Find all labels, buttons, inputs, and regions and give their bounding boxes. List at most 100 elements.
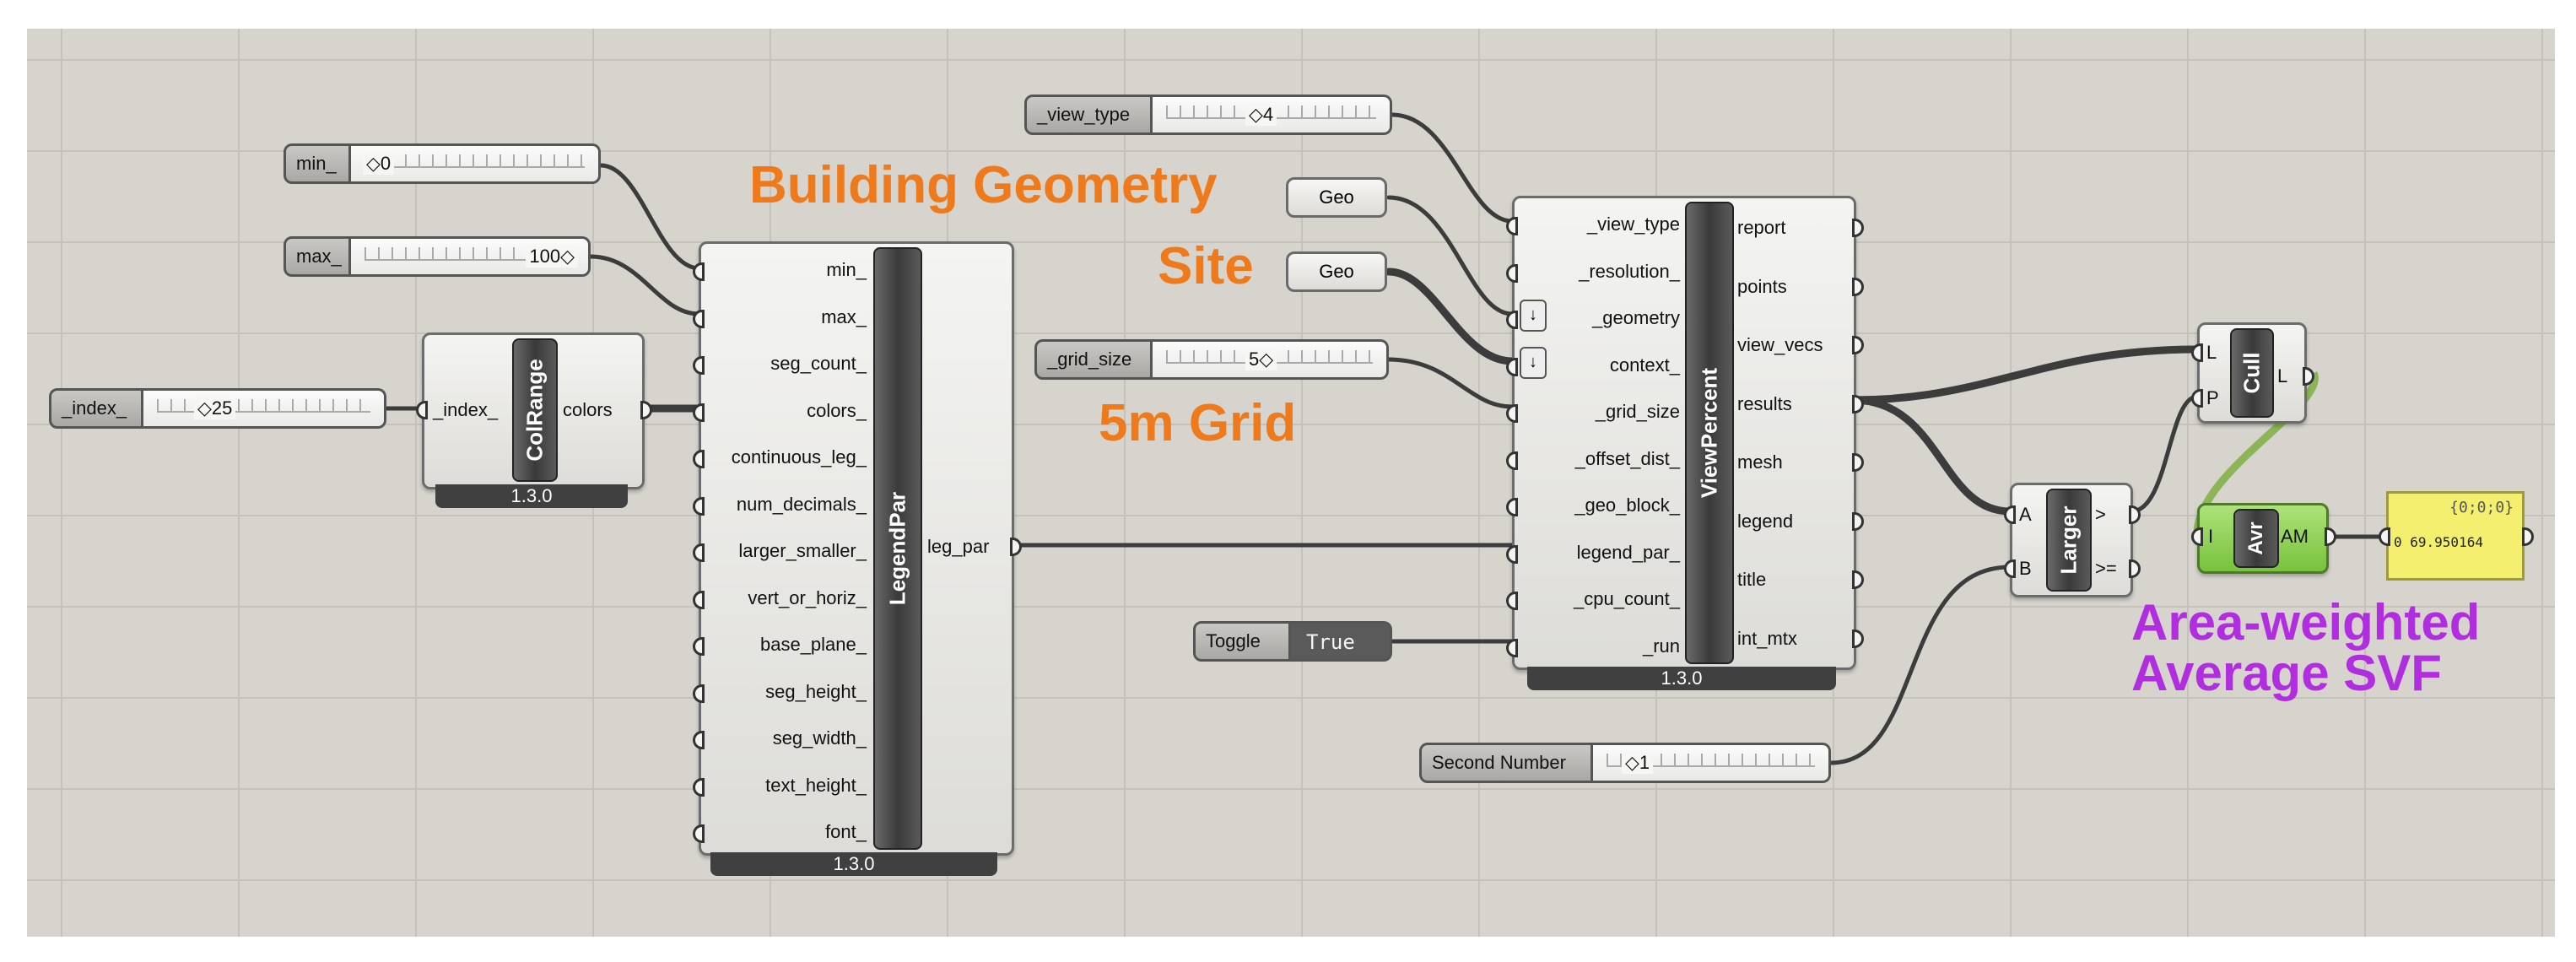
larger-input-a-label: A	[2019, 504, 2032, 525]
building-geo-param[interactable]: Geo	[1286, 177, 1387, 218]
view-type-slider-label: _view_type	[1024, 95, 1153, 135]
viewpercent-output-port[interactable]	[1852, 394, 1864, 413]
legendpar-input-label: colors_	[807, 399, 867, 421]
viewpercent-output-port[interactable]	[1852, 336, 1864, 354]
legendpar-input-port[interactable]	[693, 590, 705, 609]
viewpercent-input-port[interactable]	[1506, 498, 1518, 516]
toggle-label: Toggle	[1193, 621, 1291, 662]
panel-value: 0 69.950164	[2394, 534, 2483, 550]
average-output-port[interactable]	[2325, 527, 2336, 546]
viewpercent-input-port[interactable]	[1506, 451, 1518, 470]
max-slider[interactable]: max_ 100◇	[284, 236, 591, 277]
max-slider-track[interactable]: 100◇	[351, 236, 591, 277]
viewpercent-input-port[interactable]	[1506, 544, 1518, 564]
second-number-slider-label: Second Number	[1419, 743, 1593, 783]
viewpercent-input-label: _run	[1642, 635, 1680, 657]
colrange-input-label: _index_	[433, 399, 499, 420]
min-slider-value: ◇0	[363, 153, 395, 175]
legendpar-input-port[interactable]	[693, 356, 705, 375]
larger-input-b-port[interactable]	[2004, 559, 2016, 578]
average-input-port[interactable]	[2191, 527, 2203, 546]
second-number-slider-track[interactable]: ◇1	[1593, 743, 1831, 783]
viewpercent-input-port[interactable]	[1506, 357, 1518, 376]
colrange-output-port[interactable]	[640, 401, 652, 419]
legendpar-input-port[interactable]	[693, 777, 705, 797]
legendpar-input-port[interactable]	[693, 450, 705, 468]
viewpercent-output-label: int_mtx	[1737, 627, 1797, 649]
legendpar-input-port[interactable]	[693, 824, 705, 843]
legendpar-version: 1.3.0	[710, 852, 997, 876]
cull-input-p-port[interactable]	[2191, 389, 2203, 408]
viewpercent-output-port[interactable]	[1852, 629, 1864, 648]
viewpercent-output-port[interactable]	[1852, 570, 1864, 589]
view-type-slider[interactable]: _view_type ◇4	[1024, 95, 1392, 135]
legendpar-input-port[interactable]	[693, 403, 705, 422]
viewpercent-input-port[interactable]	[1506, 217, 1518, 235]
legendpar-input-label: max_	[821, 305, 867, 327]
context-flatten-icon[interactable]: ↓	[1520, 347, 1547, 379]
larger-output-ge-label: >=	[2095, 558, 2117, 579]
average-name: Avr	[2244, 522, 2267, 555]
colrange-input-port[interactable]	[416, 401, 428, 419]
average-output-label: AM	[2281, 526, 2309, 547]
larger-output-ge-port[interactable]	[2129, 559, 2141, 578]
panel-output-port[interactable]	[2522, 527, 2534, 546]
run-toggle[interactable]: Toggle True	[1193, 621, 1392, 662]
viewpercent-output-label: results	[1737, 392, 1792, 414]
index-slider[interactable]: _index_ ◇25	[49, 388, 386, 429]
legendpar-input-port[interactable]	[693, 637, 705, 656]
viewpercent-output-label: report	[1737, 217, 1786, 238]
viewpercent-input-port[interactable]	[1506, 311, 1518, 329]
legendpar-input-port[interactable]	[693, 731, 705, 749]
colrange-component[interactable]: _index_ ColRange colors	[416, 332, 652, 489]
larger-input-b-label: B	[2019, 558, 2032, 579]
viewpercent-input-port[interactable]	[1506, 404, 1518, 423]
legendpar-input-label: text_height_	[765, 774, 867, 796]
cull-input-l-port[interactable]	[2191, 343, 2203, 362]
larger-output-gt-label: >	[2095, 504, 2106, 525]
viewpercent-input-label: _geometry	[1592, 307, 1680, 328]
viewpercent-name-band: ViewPercent	[1685, 202, 1734, 664]
second-number-slider[interactable]: Second Number ◇1	[1419, 743, 1831, 783]
min-slider-label: min_	[284, 143, 351, 184]
viewpercent-output-port[interactable]	[1852, 277, 1864, 296]
legendpar-output-label: leg_par	[927, 536, 990, 557]
grid-size-slider-track[interactable]: 5◇	[1153, 339, 1389, 380]
viewpercent-input-label: legend_par_	[1576, 541, 1680, 563]
legendpar-input-label: seg_height_	[765, 680, 867, 702]
index-slider-track[interactable]: ◇25	[143, 388, 386, 429]
larger-component[interactable]: A B Larger > >=	[2004, 483, 2141, 597]
viewpercent-input-port[interactable]	[1506, 592, 1518, 610]
cull-input-l-label: L	[2206, 342, 2217, 363]
legendpar-component[interactable]: min_max_seg_count_colors_continuous_leg_…	[693, 241, 1022, 856]
legendpar-input-port[interactable]	[693, 262, 705, 281]
panel-input-port[interactable]	[2379, 527, 2390, 546]
legendpar-input-port[interactable]	[693, 496, 705, 516]
viewpercent-input-port[interactable]	[1506, 638, 1518, 657]
grid-size-slider[interactable]: _grid_size 5◇	[1034, 339, 1389, 380]
larger-name-band: Larger	[2046, 489, 2092, 592]
geometry-flatten-icon[interactable]: ↓	[1520, 300, 1547, 332]
viewpercent-output-port[interactable]	[1852, 219, 1864, 237]
viewpercent-input-port[interactable]	[1506, 263, 1518, 283]
result-panel[interactable]: {0;0;0} 0 69.950164	[2379, 491, 2534, 581]
min-slider[interactable]: min_ ◇0	[284, 143, 601, 184]
viewpercent-output-port[interactable]	[1852, 511, 1864, 531]
legendpar-output-port[interactable]	[1010, 538, 1022, 556]
grid-size-slider-label: _grid_size	[1034, 339, 1153, 380]
average-component[interactable]: I Avr AM	[2191, 503, 2336, 574]
site-geo-param[interactable]: Geo	[1286, 251, 1387, 292]
larger-input-a-port[interactable]	[2004, 505, 2016, 524]
viewpercent-output-port[interactable]	[1852, 453, 1864, 472]
larger-output-gt-port[interactable]	[2129, 505, 2141, 524]
legendpar-input-port[interactable]	[693, 543, 705, 562]
toggle-value-box[interactable]: True	[1291, 621, 1392, 662]
legendpar-input-port[interactable]	[693, 309, 705, 328]
min-slider-track[interactable]: ◇0	[351, 143, 601, 184]
cull-component[interactable]: L P Cull L	[2191, 322, 2314, 424]
cull-output-port[interactable]	[2303, 367, 2314, 386]
viewpercent-version: 1.3.0	[1527, 667, 1836, 690]
view-type-slider-track[interactable]: ◇4	[1153, 95, 1392, 135]
legendpar-input-port[interactable]	[693, 684, 705, 703]
